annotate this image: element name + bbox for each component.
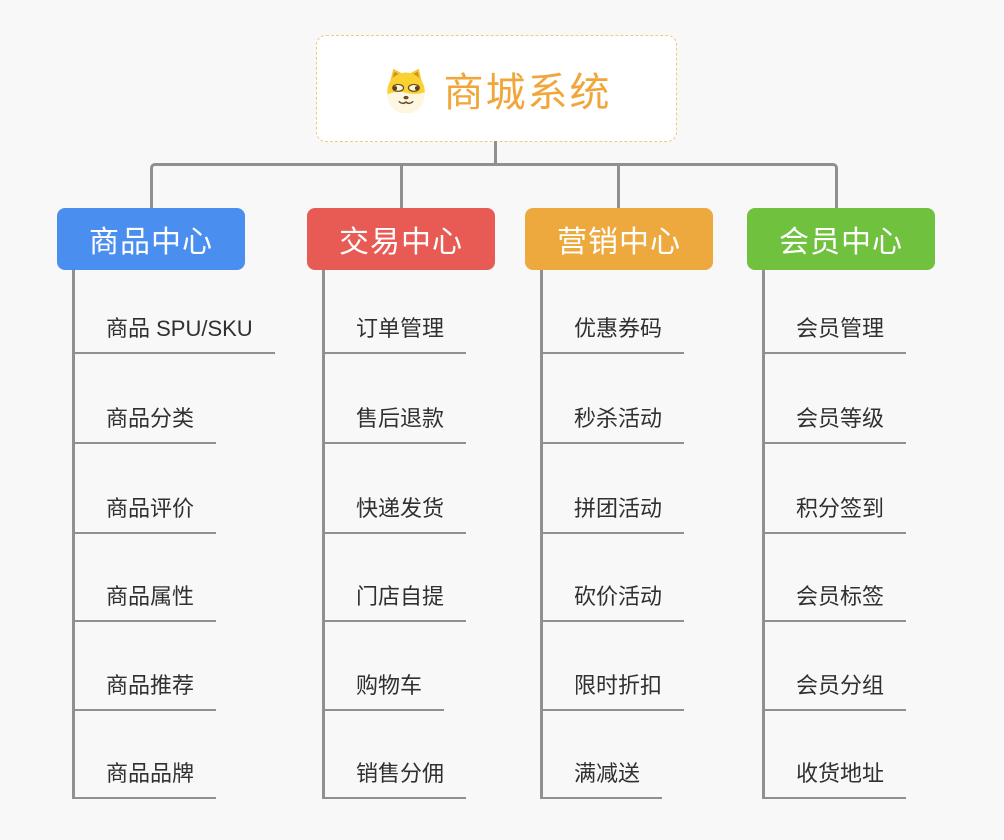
- leaf-node[interactable]: 收货地址: [765, 711, 907, 799]
- leaf-node[interactable]: 限时折扣: [543, 622, 685, 711]
- leaf-node-label: 商品品牌: [75, 756, 217, 799]
- leaf-node-label: 会员管理: [765, 311, 907, 354]
- leaf-node[interactable]: 门店自提: [325, 534, 467, 622]
- leaf-node[interactable]: 优惠券码: [543, 270, 685, 354]
- leaf-node-label: 拼团活动: [543, 491, 685, 534]
- leaf-node-label: 砍价活动: [543, 579, 685, 622]
- leaf-node-label: 商品分类: [75, 401, 217, 444]
- root-node-title: 商城系统: [443, 70, 612, 115]
- leaf-node[interactable]: 商品推荐: [75, 622, 275, 711]
- leaf-node[interactable]: 商品 SPU/SKU: [75, 270, 275, 354]
- connector-root-stub: [494, 141, 497, 163]
- branch-node-trade-center[interactable]: 交易中心: [307, 208, 495, 270]
- leaf-node-label: 门店自提: [325, 579, 467, 622]
- leaf-node[interactable]: 商品分类: [75, 354, 275, 444]
- root-node[interactable]: 商城系统: [316, 35, 677, 142]
- leaf-node-label: 会员等级: [765, 401, 907, 444]
- branch-children-trade-center: 订单管理 售后退款 快递发货 门店自提 购物车 销售分佣: [322, 270, 467, 799]
- leaf-node-label: 订单管理: [325, 311, 467, 354]
- leaf-node-label: 会员标签: [765, 579, 907, 622]
- connector-drop-marketing: [617, 163, 620, 208]
- leaf-node-label: 购物车: [325, 668, 445, 711]
- leaf-node-label: 商品 SPU/SKU: [75, 311, 275, 354]
- leaf-node-label: 商品推荐: [75, 668, 217, 711]
- leaf-node-label: 商品评价: [75, 491, 217, 534]
- leaf-node[interactable]: 砍价活动: [543, 534, 685, 622]
- leaf-node[interactable]: 会员分组: [765, 622, 907, 711]
- leaf-node-label: 秒杀活动: [543, 401, 685, 444]
- leaf-node-label: 优惠券码: [543, 311, 685, 354]
- doge-face-icon: [386, 68, 425, 113]
- leaf-node[interactable]: 积分签到: [765, 444, 907, 534]
- branch-node-marketing-center[interactable]: 营销中心: [525, 208, 713, 270]
- leaf-node-label: 销售分佣: [325, 756, 467, 799]
- leaf-node-label: 快递发货: [325, 491, 467, 534]
- leaf-node[interactable]: 购物车: [325, 622, 466, 711]
- branch-children-member-center: 会员管理 会员等级 积分签到 会员标签 会员分组 收货地址: [762, 270, 907, 799]
- leaf-node-label: 积分签到: [765, 491, 907, 534]
- leaf-node-label: 收货地址: [765, 756, 907, 799]
- leaf-node[interactable]: 秒杀活动: [543, 354, 685, 444]
- connector-horizontal-frame: [150, 163, 838, 208]
- leaf-node[interactable]: 商品品牌: [75, 711, 275, 799]
- leaf-node[interactable]: 会员标签: [765, 534, 907, 622]
- leaf-node-label: 满减送: [543, 756, 663, 799]
- leaf-node[interactable]: 快递发货: [325, 444, 467, 534]
- leaf-node-label: 售后退款: [325, 401, 467, 444]
- leaf-node-label: 限时折扣: [543, 668, 685, 711]
- branch-children-marketing-center: 优惠券码 秒杀活动 拼团活动 砍价活动 限时折扣 满减送: [540, 270, 685, 799]
- leaf-node[interactable]: 订单管理: [325, 270, 467, 354]
- leaf-node[interactable]: 会员等级: [765, 354, 907, 444]
- leaf-node[interactable]: 满减送: [543, 711, 684, 799]
- connector-drop-trade: [400, 163, 403, 208]
- branch-node-product-center[interactable]: 商品中心: [57, 208, 245, 270]
- leaf-node-label: 会员分组: [765, 668, 907, 711]
- leaf-node[interactable]: 销售分佣: [325, 711, 467, 799]
- leaf-node[interactable]: 会员管理: [765, 270, 907, 354]
- leaf-node-label: 商品属性: [75, 579, 217, 622]
- leaf-node[interactable]: 拼团活动: [543, 444, 685, 534]
- branch-node-member-center[interactable]: 会员中心: [747, 208, 935, 270]
- leaf-node[interactable]: 售后退款: [325, 354, 467, 444]
- branch-children-product-center: 商品 SPU/SKU 商品分类 商品评价 商品属性 商品推荐 商品品牌: [72, 270, 275, 799]
- leaf-node[interactable]: 商品评价: [75, 444, 275, 534]
- leaf-node[interactable]: 商品属性: [75, 534, 275, 622]
